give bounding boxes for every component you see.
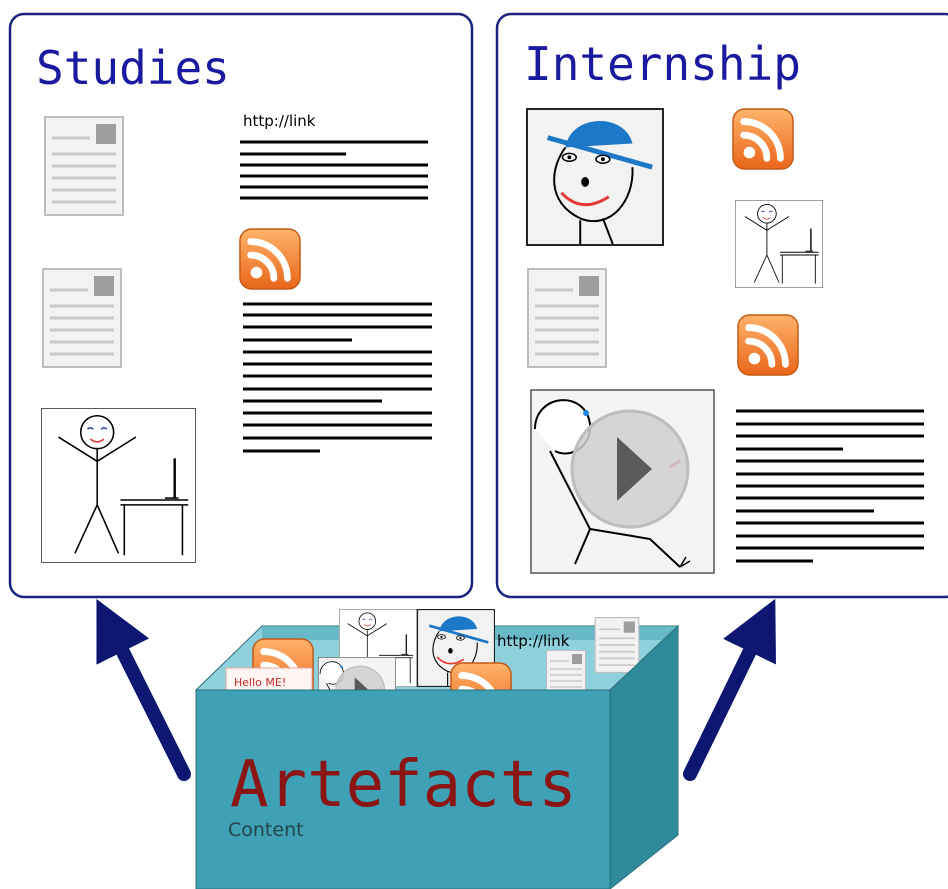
arrow-to-internship (683, 598, 776, 781)
studies-panel: Studies http://link (8, 12, 474, 599)
studies-title: Studies (36, 41, 230, 95)
document-icon (593, 617, 641, 673)
document-icon (44, 116, 124, 216)
box-subtitle: Content (228, 819, 304, 841)
rss-icon (733, 109, 793, 169)
rss-icon (240, 229, 300, 289)
sticker-text: Hello ME! (234, 676, 286, 689)
internship-panel: Internship (495, 12, 948, 599)
text-lines-block (736, 409, 924, 563)
text-lines-block (243, 302, 432, 453)
stick-figure-icon (735, 200, 823, 288)
box-link-text: http://link (497, 632, 570, 650)
rss-icon (738, 315, 798, 375)
internship-title: Internship (524, 37, 801, 91)
face-with-hat-icon (527, 109, 663, 245)
text-lines-block (240, 140, 428, 200)
video-play-icon[interactable] (530, 389, 715, 574)
artefacts-box: http://link Hello ME! Artefacts Content (194, 609, 680, 889)
stick-figure-icon (41, 408, 196, 563)
box-title: Artefacts (230, 748, 577, 822)
link-text: http://link (243, 112, 316, 130)
document-icon (527, 268, 607, 368)
arrow-to-studies (96, 598, 191, 781)
document-icon (42, 268, 122, 368)
